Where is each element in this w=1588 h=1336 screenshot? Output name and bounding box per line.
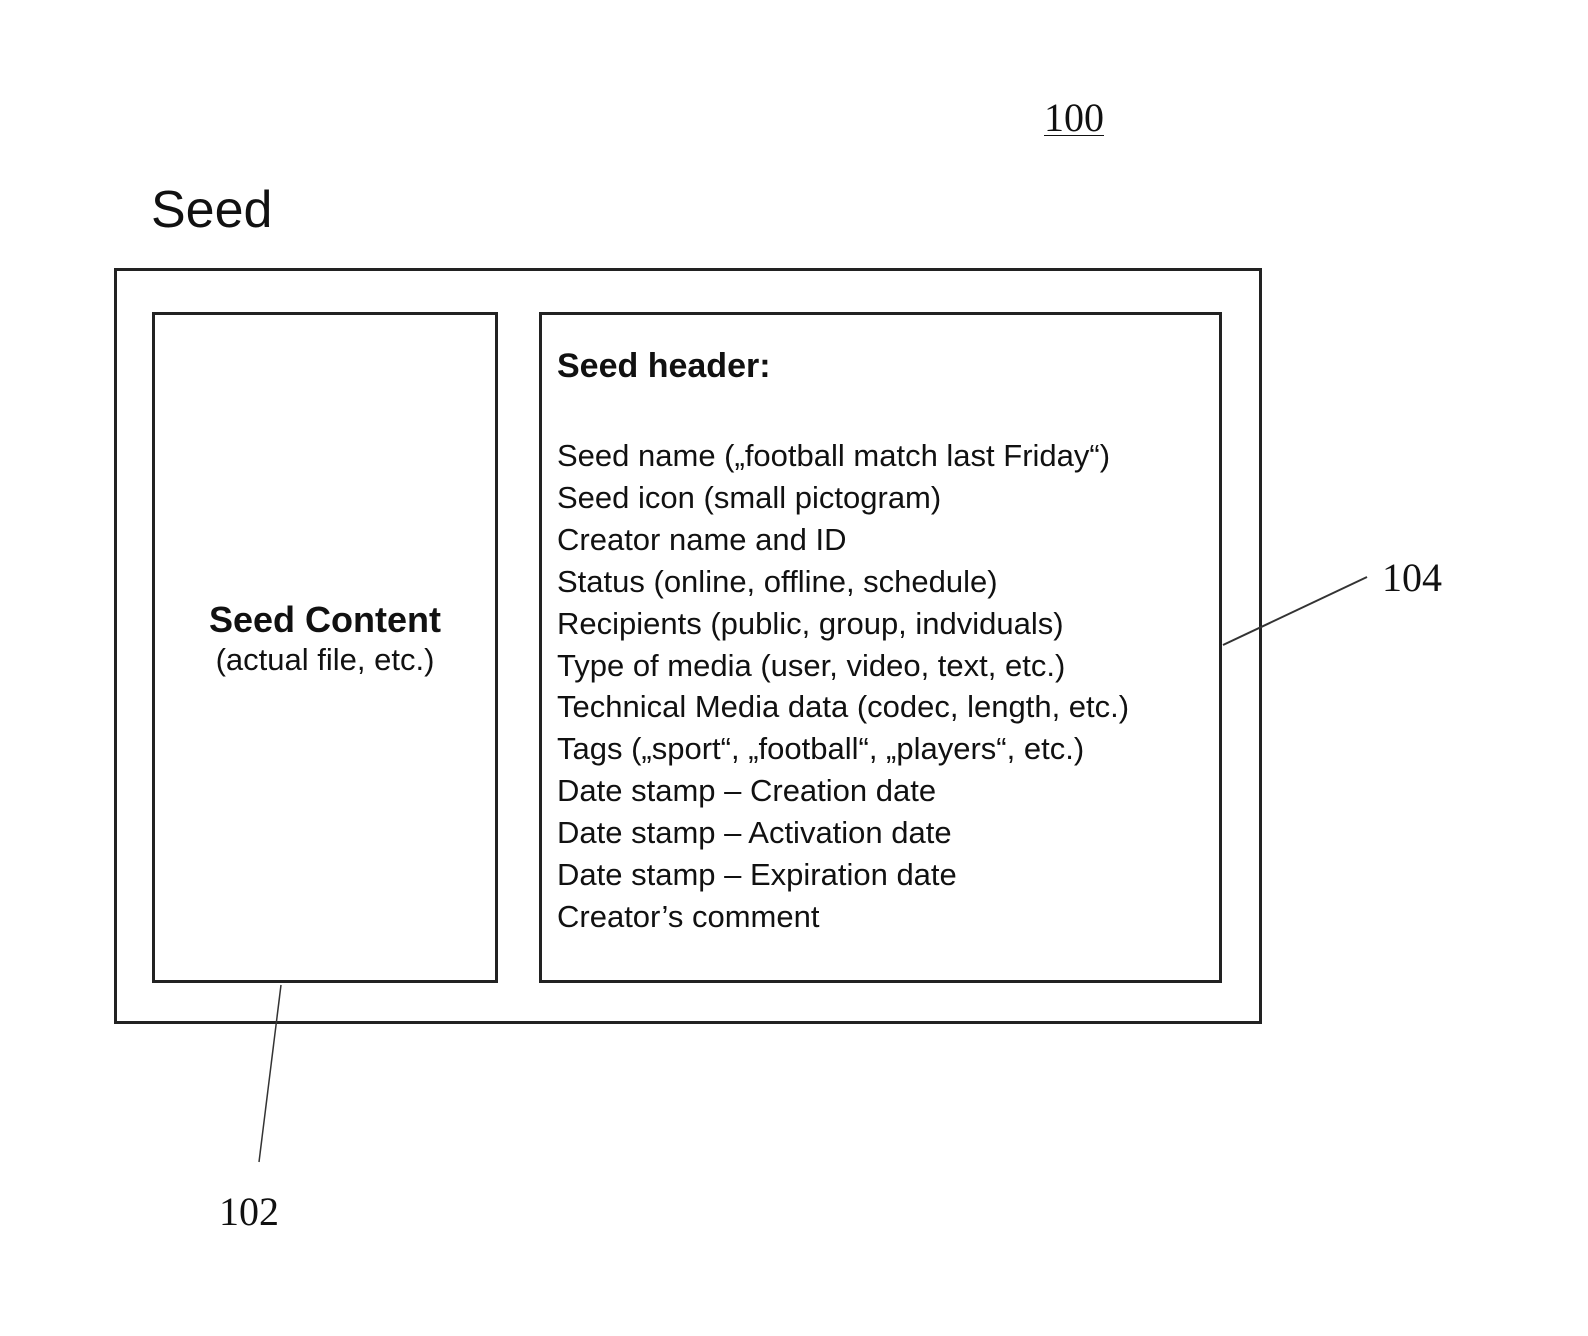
seed-content-box: Seed Content (actual file, etc.) (152, 312, 498, 983)
header-item-seed-name: Seed name („football match last Friday“) (557, 435, 1219, 477)
header-item-expiration-date: Date stamp – Expiration date (557, 854, 1219, 896)
seed-title: Seed (151, 184, 272, 236)
header-item-seed-icon: Seed icon (small pictogram) (557, 477, 1219, 519)
seed-header-box: Seed header: Seed name („football match … (539, 312, 1222, 983)
ref-label-104: 104 (1382, 558, 1442, 598)
header-item-technical-data: Technical Media data (codec, length, etc… (557, 686, 1219, 728)
header-item-recipients: Recipients (public, group, indviduals) (557, 603, 1219, 645)
header-item-creator-comment: Creator’s comment (557, 896, 1219, 938)
seed-header-list: Seed name („football match last Friday“)… (557, 435, 1219, 938)
seed-content-title: Seed Content (209, 599, 441, 640)
header-item-activation-date: Date stamp – Activation date (557, 812, 1219, 854)
header-item-status: Status (online, offline, schedule) (557, 561, 1219, 603)
header-item-creation-date: Date stamp – Creation date (557, 770, 1219, 812)
header-item-tags: Tags („sport“, „football“, „players“, et… (557, 728, 1219, 770)
figure-number: 100 (1044, 98, 1104, 138)
header-item-creator: Creator name and ID (557, 519, 1219, 561)
ref-label-102: 102 (219, 1192, 279, 1232)
seed-content-subtitle: (actual file, etc.) (216, 640, 435, 680)
header-item-media-type: Type of media (user, video, text, etc.) (557, 645, 1219, 687)
seed-header-title: Seed header: (557, 349, 1219, 383)
